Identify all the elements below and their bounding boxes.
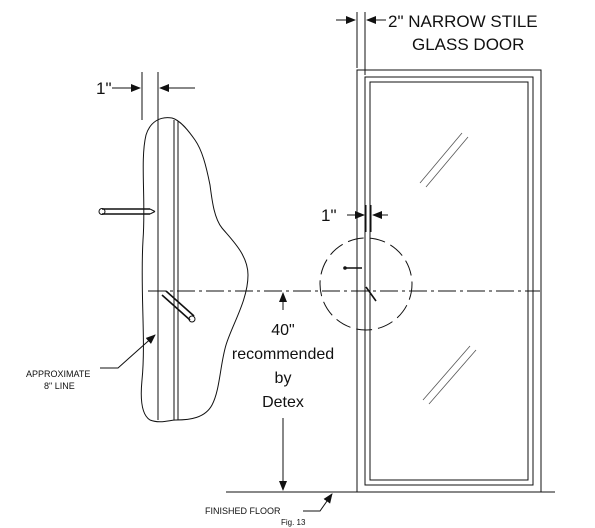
glass-reflection [422, 345, 471, 401]
door-title-1: 2" NARROW STILE [388, 12, 538, 31]
alarm-pin-angled [161, 290, 196, 323]
alarm-pin-horizontal [98, 208, 156, 215]
glass-reflection [428, 349, 477, 405]
height-text-recommended: recommended [232, 346, 334, 363]
figure-label: Fig. 13 [281, 518, 306, 527]
height-text-detex: Detex [262, 394, 304, 411]
door-pin-angled [365, 286, 377, 302]
detail-circle [319, 237, 413, 331]
door-frame-outer [356, 69, 542, 493]
break-outline [140, 117, 249, 423]
height-text-by: by [275, 370, 292, 387]
door-title-2: GLASS DOOR [412, 35, 524, 54]
door-pin-head [343, 266, 347, 270]
height-dimension: 40" recommended by Detex [232, 292, 334, 491]
height-value: 40" [271, 322, 294, 339]
door-edge-section: 1" APPROXIMATE 8" LINE [26, 72, 249, 423]
glass-reflection [419, 132, 463, 184]
glass-door: 1" 2" NARROW STILE GLASS DOOR [319, 12, 542, 493]
dim-left-label: 1" [96, 79, 112, 98]
approx-leader [100, 334, 156, 369]
glass-reflection [425, 136, 469, 188]
glass-pane [369, 81, 529, 481]
door-frame-inner [364, 76, 534, 486]
approx-label-1: APPROXIMATE [26, 369, 90, 379]
floor-label: FINISHED FLOOR [205, 506, 281, 516]
dim-door-label: 1" [321, 206, 337, 225]
floor-leader [303, 493, 333, 512]
finished-floor: FINISHED FLOOR Fig. 13 [205, 491, 555, 527]
approx-label-2: 8" LINE [44, 381, 75, 391]
